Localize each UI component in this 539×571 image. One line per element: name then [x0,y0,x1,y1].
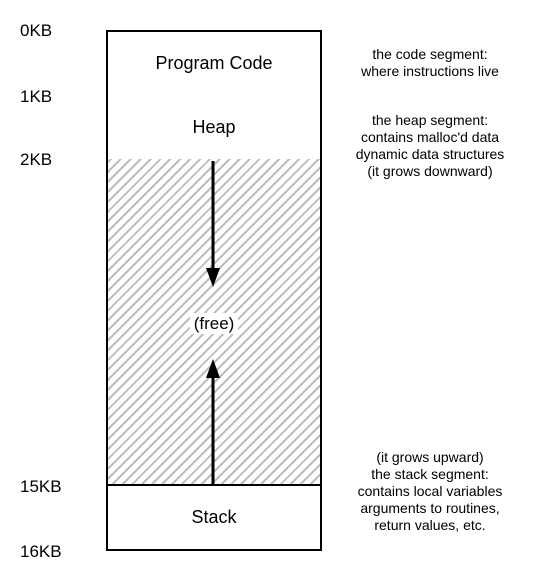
heap-note-line: contains malloc'd data [360,129,500,145]
stack-note-line: (it grows upward) [376,449,484,465]
stack-note-line: return values, etc. [374,517,486,533]
address-label-2kb: 2KB [20,150,53,169]
heap-segment-note: the heap segment: contains malloc'd data… [330,112,530,180]
heap-note-line: (it grows downward) [367,163,493,179]
heap-label: Heap [192,116,236,137]
stack-note-line: arguments to routines, [360,500,500,516]
stack-label: Stack [191,507,237,527]
stack-note-line: the stack segment: [371,466,489,482]
stack-growth-arrowhead [206,359,220,378]
stack-segment: Stack [106,484,322,551]
heap-segment: Heap [106,95,322,161]
program-code-segment: Program Code [106,30,322,97]
address-label-0kb: 0KB [20,21,53,40]
heap-note-line: the heap segment: [372,112,488,128]
free-label: (free) [189,313,239,334]
address-label-16kb: 16KB [20,542,62,561]
stack-segment-note: (it grows upward) the stack segment: con… [330,449,530,534]
address-label-1kb: 1KB [20,87,53,106]
program-code-label: Program Code [155,53,273,73]
code-note-line: where instructions live [361,63,499,79]
code-note-line: the code segment: [372,46,488,62]
heap-growth-arrowhead [206,268,220,287]
code-segment-note: the code segment: where instructions liv… [330,46,530,80]
free-label-wrap: (free) [108,313,320,334]
address-label-15kb: 15KB [20,477,62,496]
stack-note-line: contains local variables [357,483,503,499]
heap-note-line: dynamic data structures [355,146,505,162]
